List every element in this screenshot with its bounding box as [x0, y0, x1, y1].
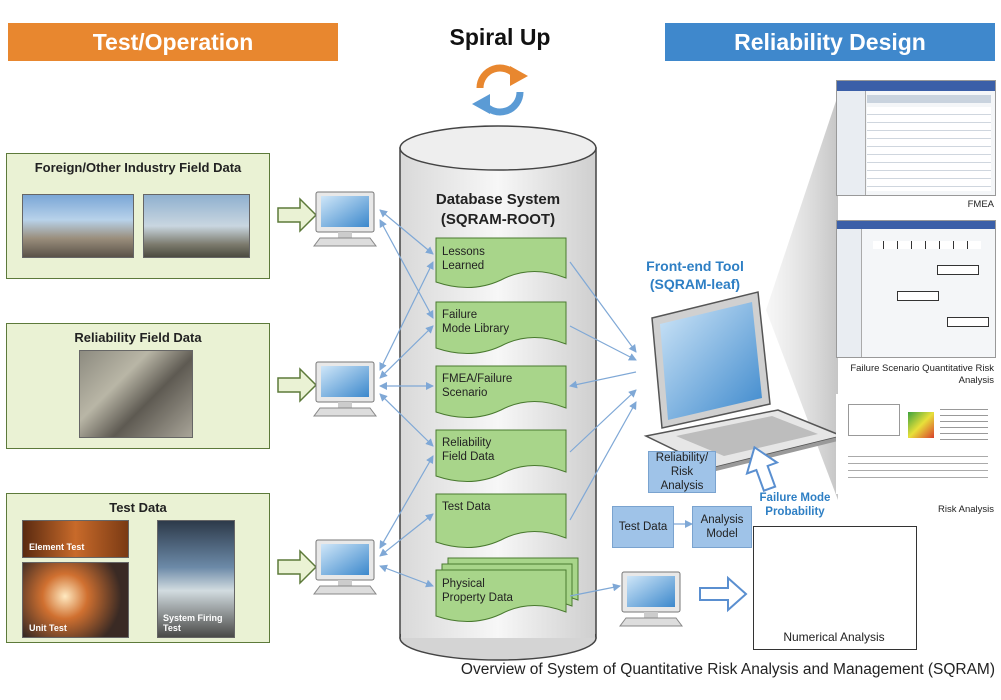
computer-icon	[619, 571, 683, 627]
analysis-model-box: Analysis Model	[692, 506, 752, 548]
photo-label: Unit Test	[29, 623, 67, 633]
risk-analysis-caption: Risk Analysis	[938, 504, 994, 515]
projection-beam	[766, 95, 838, 500]
caption-line: Failure Scenario Quantitative Risk	[850, 363, 994, 374]
doc-line: Learned	[442, 260, 485, 272]
source-box-reliability-field: Reliability Field Data	[6, 323, 270, 449]
box-line: Model	[706, 528, 738, 540]
doc-physical-property-data: Physical Property Data	[442, 577, 513, 605]
failure-scenario-screenshot	[836, 220, 996, 358]
space-shuttle-photo	[22, 194, 134, 258]
doc-stack-shape	[435, 557, 579, 623]
database-title-line1: Database System	[435, 191, 561, 208]
doc-line: Scenario	[442, 387, 488, 399]
header-test-operation: Test/Operation	[8, 23, 338, 61]
computer-icon	[313, 191, 377, 247]
fm-line: Probability	[765, 506, 825, 518]
header-reliability-design: Reliability Design	[665, 23, 995, 61]
database-title: Database System (SQRAM-ROOT)	[405, 190, 591, 230]
photo-label: System Firing Test	[163, 613, 223, 633]
doc-shape	[435, 237, 567, 289]
doc-shape	[435, 429, 567, 483]
computer-icon	[313, 361, 377, 417]
failure-mode-up-arrow	[745, 445, 780, 493]
box-line: Test Data	[618, 521, 668, 533]
header-spiral-up: Spiral Up	[449, 24, 551, 50]
failure-mode-probability-label: Failure Mode Probability	[752, 491, 838, 519]
source-title: Test Data	[109, 500, 167, 515]
doc-line: Failure	[442, 309, 478, 321]
frontend-line1: Front-end Tool	[646, 258, 744, 274]
fmea-screenshot	[836, 80, 996, 196]
system-firing-photo: System Firing Test	[157, 520, 235, 638]
doc-shape	[435, 365, 567, 419]
cooling-towers-photo	[143, 194, 250, 258]
database-title-line2: (SQRAM-ROOT)	[440, 211, 556, 228]
test-data-box: Test Data	[612, 506, 674, 548]
doc-line: Mode Library	[442, 323, 510, 335]
element-test-photo: Element Test	[22, 520, 129, 558]
doc-shape	[435, 493, 567, 549]
spiral-cycle-icon	[472, 64, 528, 116]
green-arrow	[277, 367, 318, 403]
to-numerical-arrow	[699, 575, 748, 613]
failure-scenario-caption: Failure Scenario Quantitative Risk Analy…	[836, 363, 994, 387]
box-line: Reliability/	[655, 452, 709, 464]
doc-line: Test Data	[442, 501, 491, 513]
computer-icon	[313, 539, 377, 595]
source-box-test-data: Test Data Element Test Unit Test System …	[6, 493, 270, 643]
doc-line: Property Data	[442, 592, 513, 604]
box-line: Analysis	[700, 514, 744, 526]
fmea-caption: FMEA	[967, 199, 994, 210]
source-box-foreign-data: Foreign/Other Industry Field Data	[6, 153, 270, 279]
engine-photo	[79, 350, 193, 438]
green-arrow	[277, 197, 318, 233]
doc-line: Physical	[442, 578, 485, 590]
connector-arrows-left	[379, 209, 434, 588]
photo-label: Element Test	[29, 542, 85, 552]
doc-line: Field Data	[442, 451, 495, 463]
figure-caption: Overview of System of Quantitative Risk …	[460, 661, 995, 678]
connector-arrows-right	[569, 261, 693, 597]
doc-test-data: Test Data	[442, 500, 491, 514]
box-line: Analysis	[660, 480, 704, 492]
doc-failure-mode-library: Failure Mode Library	[442, 308, 509, 336]
box-line: Risk	[670, 466, 694, 478]
frontend-line2: (SQRAM-leaf)	[649, 276, 741, 292]
numerical-analysis-label: Numerical Analysis	[783, 630, 885, 644]
green-arrow	[277, 549, 318, 585]
frontend-tool-label: Front-end Tool (SQRAM-leaf)	[620, 257, 770, 293]
caption-line: Analysis	[958, 375, 994, 386]
fm-line: Failure Mode	[759, 492, 831, 504]
numerical-analysis-box	[753, 526, 917, 650]
risk-analysis-screenshot	[836, 394, 994, 494]
doc-reliability-field-data: Reliability Field Data	[442, 436, 494, 464]
doc-line: FMEA/Failure	[442, 373, 513, 385]
source-title: Foreign/Other Industry Field Data	[34, 160, 242, 175]
unit-test-photo: Unit Test	[22, 562, 129, 638]
doc-fmea-failure-scenario: FMEA/Failure Scenario	[442, 372, 512, 400]
doc-shape	[435, 301, 567, 355]
reliability-risk-analysis-box: Reliability/ Risk Analysis	[648, 451, 716, 493]
source-title: Reliability Field Data	[74, 330, 202, 345]
doc-line: Lessons	[442, 246, 485, 258]
doc-lessons-learned: Lessons Learned	[442, 245, 485, 273]
doc-line: Reliability	[442, 437, 492, 449]
